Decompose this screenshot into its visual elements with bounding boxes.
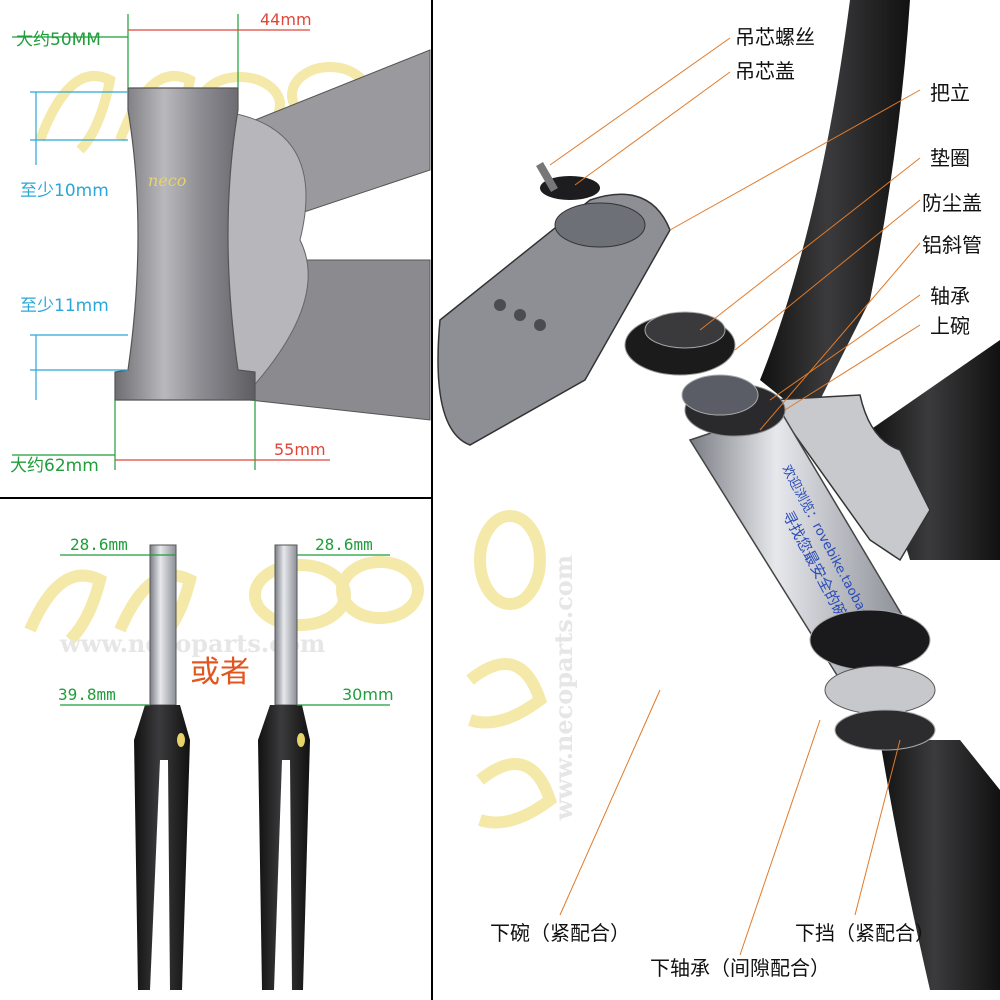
bearing [681,374,759,416]
stem-clamp-hole [554,202,646,248]
frame-top-tube [760,0,910,420]
stem [437,193,671,446]
top-cap-bolt [536,162,558,192]
headtube-panel: neco 大约50MM 44mm 至少10mm 至少11mm 大约62mm 55… [10,10,431,476]
stem-bolt-3 [534,319,546,331]
bottom-diameter-label: 55mm [274,440,326,459]
callout-dust-cover: 防尘盖 [922,191,982,215]
fork-tapered [134,544,190,990]
forks-panel: www.necoparts.com 28.6mm 28.6mm 39.8mm 3… [24,535,424,990]
exploded-watermark-logo [466,510,558,829]
or-label: 或者 [190,655,250,690]
lower-min-label: 至少11mm [20,296,109,316]
fork-right-bottom-dim: 30mm [342,685,394,704]
stem-bolt-1 [494,299,506,311]
bottom-width-label: 大约62mm [10,456,99,476]
head-tube-logo: neco [148,171,186,190]
exploded-panel: www.necoparts.com 欢迎浏览：rovebike.taobao.c… [437,0,1000,990]
fork-crown [880,740,1000,990]
callout-upper-cup: 上碗 [930,314,970,338]
callout-spacer: 垫圈 [930,146,970,170]
callout-lower-bearing: 下轴承（间隙配合） [650,956,830,980]
upper-min-label: 至少10mm [20,181,109,201]
top-width-label: 大约50MM [16,30,101,50]
head-tube-cutaway [768,394,931,562]
lower-race [824,665,936,715]
callout-lower-cup: 下碗（紧配合） [490,921,630,945]
fork-left-top-dim: 28.6mm [70,535,128,554]
lower-bearing [834,709,936,751]
tube-junction [209,109,309,391]
stem-bolt-2 [514,309,526,321]
callout-bearing: 轴承 [930,284,970,308]
callout-leaders [549,37,921,956]
fork-straight [258,544,310,990]
lower-cup [809,609,931,671]
spacer [644,311,726,349]
top-cap [540,176,600,200]
panel-borders [0,0,433,1000]
fork-right-top-dim: 28.6mm [315,535,373,554]
exploded-watermark-url: www.necoparts.com [549,555,578,821]
callout-lower-race: 下挡（紧配合） [795,921,935,945]
callout-stem: 把立 [930,81,970,105]
callout-top-cap-bolt: 吊芯螺丝 [735,25,815,49]
fork-left-bottom-dim: 39.8mm [58,685,116,704]
callout-aluminium-tube: 铝斜管 [922,233,982,257]
callout-top-cap: 吊芯盖 [735,59,795,83]
top-diameter-label: 44mm [260,10,312,29]
